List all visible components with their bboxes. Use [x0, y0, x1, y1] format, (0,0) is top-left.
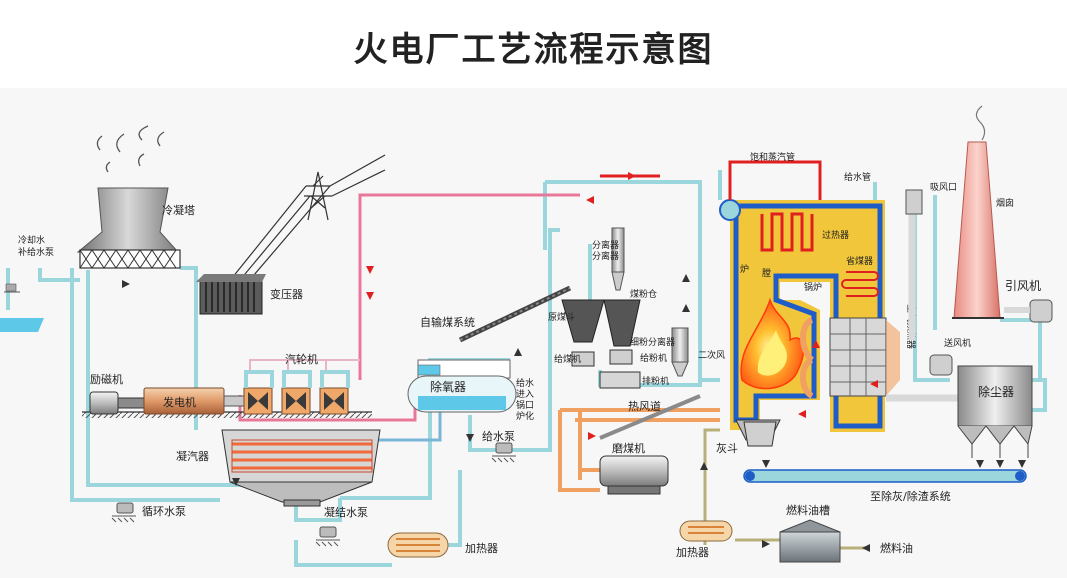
makeup-pump-label: 补给水泵: [18, 246, 54, 258]
induced-fan: [1004, 299, 1053, 323]
feed-pump: [491, 442, 516, 463]
condensate-pump-label: 凝结水泵: [324, 505, 368, 519]
circulating-pump-label: 循环水泵: [142, 505, 186, 518]
separators: [599, 227, 689, 389]
water-piping: [6, 170, 1047, 567]
raw-coal-bunker: [561, 299, 605, 367]
exciter: [89, 391, 145, 415]
circulating-pump: [111, 502, 136, 523]
transformer-label: 变压器: [270, 287, 303, 301]
superheater: [760, 212, 814, 252]
makeup-water-label: 冷却水: [18, 234, 45, 246]
secondary-air-label: 二次风: [698, 349, 725, 361]
page-title: 火电厂工艺流程示意图: [353, 30, 714, 70]
feed-pipe-label: 给水管: [844, 171, 871, 183]
cooling-tower-label: 冷凝塔: [162, 203, 195, 217]
induced-fan-label: 引风机: [1005, 279, 1041, 293]
makeup-water-pool: [0, 283, 44, 332]
generator: [143, 387, 245, 415]
turbine-label: 汽轮机: [285, 352, 318, 366]
deaerator: [407, 359, 517, 413]
powder-feeder-label: 给粉机: [640, 352, 667, 364]
condenser-label: 凝汽器: [176, 449, 209, 463]
condensate-pump: [315, 526, 340, 547]
low-pressure-heater-label: 加热器: [465, 542, 498, 555]
transmission-tower: [231, 154, 386, 283]
steam-drum: [719, 160, 822, 221]
flow-arrows-dark: [122, 274, 1026, 552]
furnace-label-1: 炉: [740, 263, 749, 275]
coal-conveyor-label: 自输煤系统: [420, 315, 475, 329]
fuel-oil-label: 燃料油: [880, 541, 913, 555]
furnace-label-2: 膛: [762, 267, 771, 279]
steam-piping-2: [249, 359, 360, 370]
generator-label: 发电机: [163, 395, 196, 409]
air-inlet: [905, 189, 923, 215]
exhaust-fan-label: 排粉机: [642, 375, 669, 387]
separator-label-2: 分离器: [592, 250, 619, 262]
turbine: [243, 370, 350, 415]
saturated-steam-pipe-label: 饱和蒸汽管: [750, 151, 795, 163]
coal-mill-label: 磨煤机: [612, 441, 645, 455]
economizer: [841, 271, 879, 297]
oil-heater-label: 加热器: [676, 546, 709, 559]
separator-label-1: 分离器: [592, 239, 619, 251]
dust-collector-label: 除尘器: [978, 384, 1014, 399]
raw-coal-bunker-label: 原煤斗: [548, 311, 575, 323]
ash-system-label: 至除灰/除渣系统: [870, 489, 951, 503]
flue-ducts: [886, 194, 960, 402]
svg-text:锅口: 锅口: [516, 400, 534, 411]
ash-hopper-label: 灰斗: [716, 441, 738, 455]
fuel-oil-tank: [779, 519, 841, 563]
fine-separator-label: 细粉分离器: [630, 336, 675, 348]
air-inlet-label: 吸风口: [930, 182, 957, 193]
deaerator-label: 除氧器: [430, 379, 466, 394]
forced-fan: [929, 354, 953, 376]
pulverized-bin-label: 煤粉仓: [630, 288, 657, 300]
transformer: [196, 274, 266, 315]
flow-arrows-red: [366, 172, 878, 440]
coal-conveyor: [458, 285, 572, 343]
svg-text:给水: 给水: [516, 377, 534, 389]
flame: [740, 297, 805, 390]
oil-heater: [679, 520, 733, 542]
superheater-label: 过热器: [822, 229, 849, 241]
exciter-label: 励磁机: [90, 372, 123, 386]
svg-text:进入: 进入: [516, 389, 534, 400]
coal-mill: [599, 455, 669, 495]
ash-hopper: [743, 421, 777, 447]
chimney-label: 烟囱: [996, 197, 1014, 209]
coal-feeder-label: 给煤机: [554, 353, 581, 365]
svg-text:炉化: 炉化: [516, 410, 534, 422]
forced-fan-label: 送风机: [944, 337, 971, 349]
feedwater-note: 给水 进入 锅口 炉化: [516, 377, 534, 422]
ash-conveyor: [743, 469, 1027, 483]
feed-pump-label: 给水泵: [482, 430, 515, 443]
low-pressure-heater: [387, 532, 449, 558]
condenser: [221, 429, 381, 507]
dust-collector: [957, 365, 1033, 458]
hot-air-duct-label: 热风道: [628, 399, 661, 413]
svg-text:送风机: 送风机: [944, 337, 971, 349]
pulverized-coal-duct: [599, 394, 701, 440]
boiler-label: 锅炉: [804, 281, 822, 293]
chimney: [952, 105, 1004, 319]
cooling-tower: [76, 125, 181, 269]
fuel-oil-tank-label: 燃料油槽: [786, 503, 830, 517]
economizer-label: 省煤器: [846, 255, 873, 267]
